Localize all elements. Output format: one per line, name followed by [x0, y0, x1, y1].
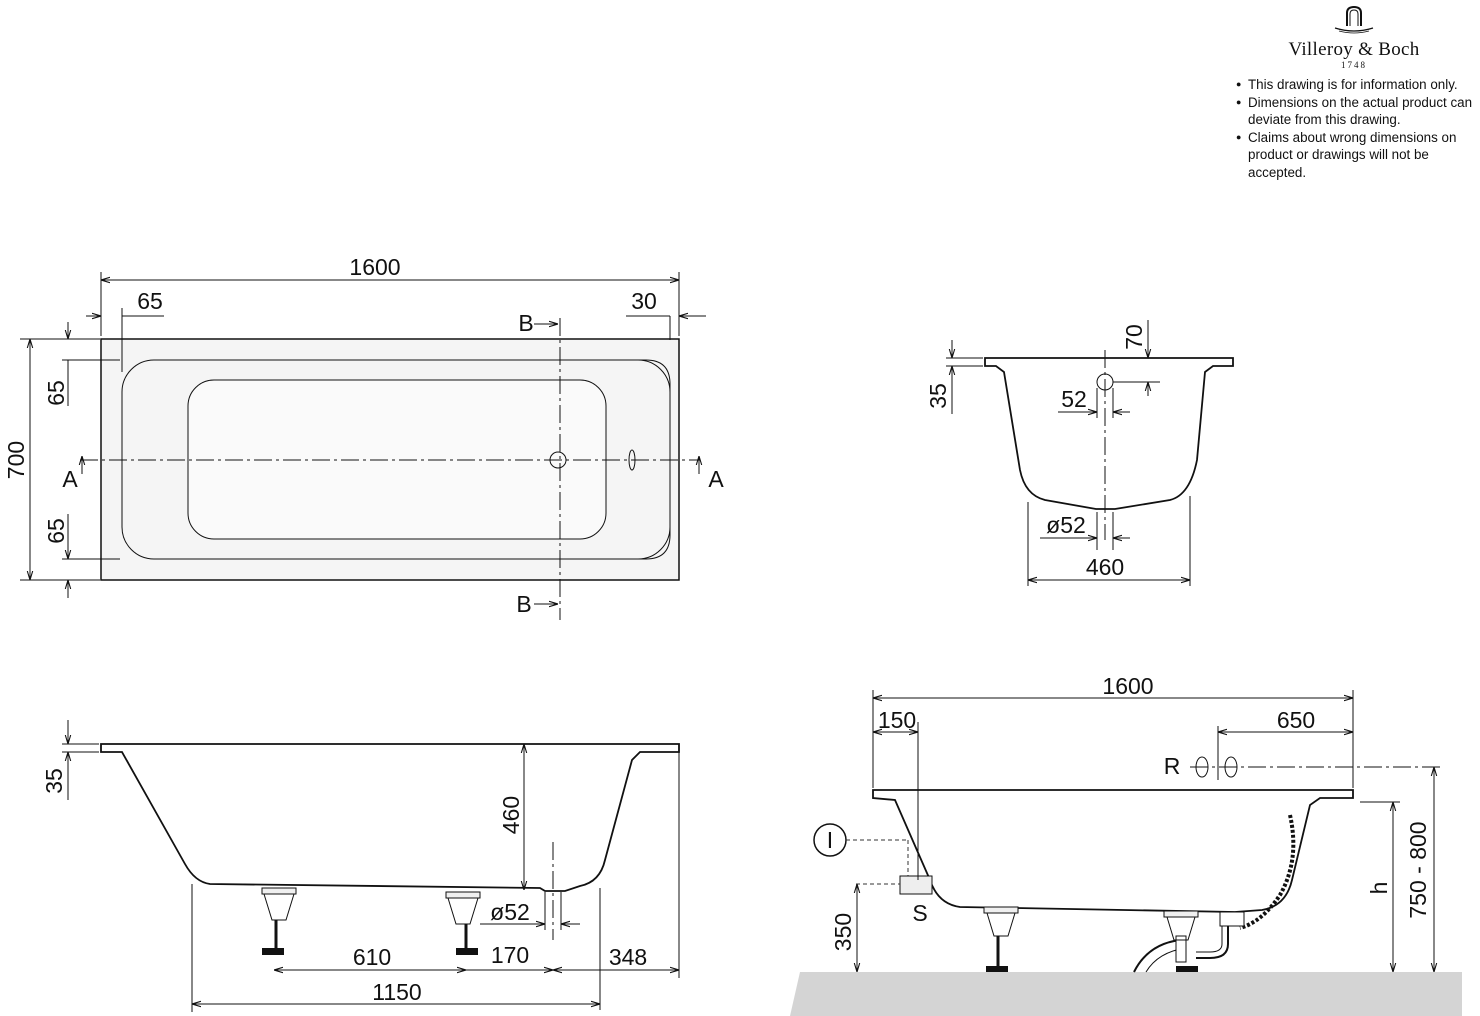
foot-right: [445, 891, 481, 955]
dim-side-drain: ø52: [490, 899, 530, 925]
side-view: 35 460 ø52 610 170 348 1150: [41, 720, 680, 1012]
section-b-top: B: [518, 310, 533, 336]
dim-width: 700: [3, 441, 29, 479]
waste-connector: [899, 875, 933, 895]
dim-side-depth: 460: [498, 796, 524, 834]
section-a-left: A: [62, 466, 78, 492]
faucet-icon: [1334, 5, 1374, 34]
side-view-outline: [100, 743, 680, 892]
dim-overflow-offset: 650: [1277, 707, 1315, 733]
installation-outline: [872, 789, 1354, 913]
label-i: I: [827, 827, 833, 853]
bath-floor: [187, 379, 607, 540]
dim-length: 1600: [349, 254, 400, 280]
dim-side-rim: 35: [41, 768, 67, 794]
installation-view: I S 350 1600 150 650 R h 750 - 800: [790, 673, 1462, 1016]
note-item: Claims about wrong dimensions on product…: [1236, 129, 1476, 182]
waste-trap: [1133, 911, 1245, 973]
foot-left: [261, 887, 297, 955]
cross-section-outline: [984, 357, 1234, 510]
brand-year: 1748: [1341, 60, 1367, 70]
note-item: Dimensions on the actual product can dev…: [1236, 94, 1476, 129]
brand-block: Villeroy & Boch 1748 This drawing is for…: [1236, 4, 1476, 182]
dim-height-h: h: [1366, 882, 1392, 895]
dim-floor-height: 350: [830, 913, 856, 951]
dim-cross-bottom: 460: [1086, 554, 1124, 580]
cross-section-view: 35 70 52 ø52 460: [925, 320, 1234, 586]
label-s: S: [912, 900, 927, 926]
brand-name: Villeroy & Boch: [1288, 39, 1420, 60]
dim-cross-rim: 35: [925, 383, 951, 409]
foot-left: [983, 906, 1019, 972]
dim-rim-bottom: 65: [43, 518, 69, 544]
dim-height-range: 750 - 800: [1405, 821, 1431, 918]
note-item: This drawing is for information only.: [1236, 76, 1476, 94]
section-b-bottom: B: [516, 591, 531, 617]
dim-cross-overflow-diameter: 52: [1061, 386, 1087, 412]
dim-offset-right: 30: [631, 288, 657, 314]
floor: [790, 972, 1462, 1016]
overflow-hose: [1239, 814, 1296, 930]
dim-waste-offset: 150: [878, 707, 916, 733]
dim-install-length: 1600: [1102, 673, 1153, 699]
dim-feet-spacing: 610: [353, 944, 391, 970]
dim-end-offset: 348: [609, 944, 647, 970]
section-a-right: A: [708, 466, 724, 492]
dim-rim-top: 65: [43, 380, 69, 406]
disclaimer-notes: This drawing is for information only. Di…: [1236, 76, 1476, 182]
top-view: 1600 65 30 700 65 65 A A B B: [3, 254, 724, 620]
dim-overall-feet: 1150: [372, 979, 421, 1005]
foot-right: [1163, 910, 1199, 972]
dim-cross-drain: ø52: [1046, 512, 1086, 538]
dim-cross-overflow: 70: [1121, 324, 1147, 350]
dim-offset-left: 65: [137, 288, 163, 314]
label-r: R: [1164, 753, 1181, 779]
brand-logo: Villeroy & Boch 1748: [1234, 4, 1474, 70]
dim-drain-offset: 170: [491, 942, 529, 968]
